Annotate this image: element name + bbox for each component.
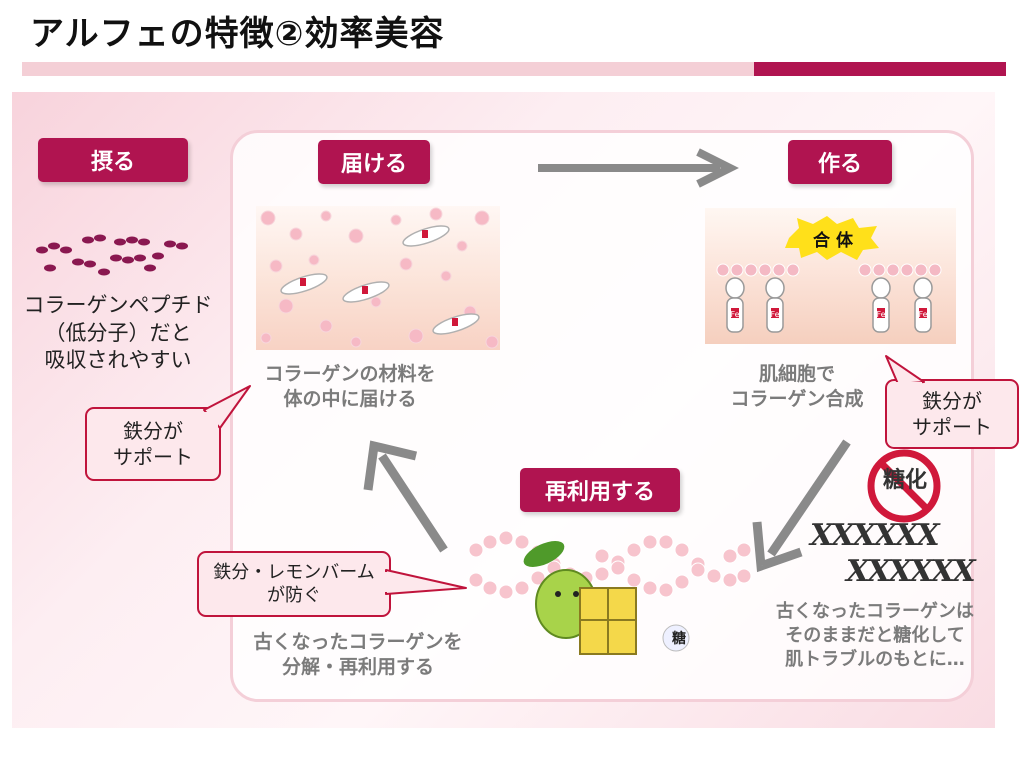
toru-description: コラーゲンペプチド （低分子）だと 吸収されやすい	[23, 293, 213, 373]
collagen-helix-1: XXXXXX	[810, 518, 940, 553]
gattai-label: 合 体	[813, 230, 853, 251]
callout-iron-support-right: 鉄分が サポート	[884, 355, 1020, 450]
callout-bottom-text: 鉄分・レモンバーム が防ぐ	[213, 561, 375, 606]
arrow-up-left-icon	[363, 440, 448, 553]
fe-label-3: Fe	[876, 310, 885, 319]
todokeru-description: コラーゲンの材料を 体の中に届ける	[264, 363, 436, 411]
synthesis-illustration: Fe Fe Fe Fe 合 体	[705, 208, 956, 344]
no-glycation-icon	[867, 449, 941, 523]
callout-right-text: 鉄分が サポート	[912, 389, 992, 439]
peptide-dots-illustration	[36, 234, 188, 276]
title-underline-light	[22, 62, 754, 76]
burst-shape	[785, 216, 879, 260]
step-toru-button: 摂る	[38, 138, 188, 182]
title-underline-accent	[754, 62, 1006, 76]
reuse-illustration	[468, 530, 752, 655]
step-sairiyou-button: 再利用する	[520, 468, 680, 512]
collagen-helix-2: XXXXXX	[846, 554, 976, 589]
page-title: アルフェの特徴②効率美容	[30, 14, 445, 54]
sairiyou-description: 古くなったコラーゲンを 分解・再利用する	[253, 631, 463, 679]
sugar-label: 糖	[672, 631, 686, 647]
callout-iron-lemonbalm: 鉄分・レモンバーム が防ぐ	[196, 550, 467, 618]
fe-label-2: Fe	[770, 310, 779, 319]
toka-sign-label: 糖化	[882, 468, 927, 493]
step-tsukuru-button: 作る	[788, 140, 892, 184]
callout-iron-support-left: 鉄分が サポート	[84, 385, 251, 482]
step-todokeru-button: 届ける	[318, 140, 430, 184]
delivery-illustration	[256, 206, 500, 350]
fe-label-4: Fe	[918, 310, 927, 319]
toka-description: 古くなったコラーゲンは そのままだと糖化して 肌トラブルのもとに…	[776, 601, 974, 670]
callout-left-text: 鉄分が サポート	[113, 419, 193, 469]
tsukuru-description: 肌細胞で コラーゲン合成	[730, 363, 864, 411]
arrow-down-left-icon	[752, 439, 851, 573]
arrow-right-icon	[538, 148, 739, 188]
fe-label-1: Fe	[730, 310, 739, 319]
